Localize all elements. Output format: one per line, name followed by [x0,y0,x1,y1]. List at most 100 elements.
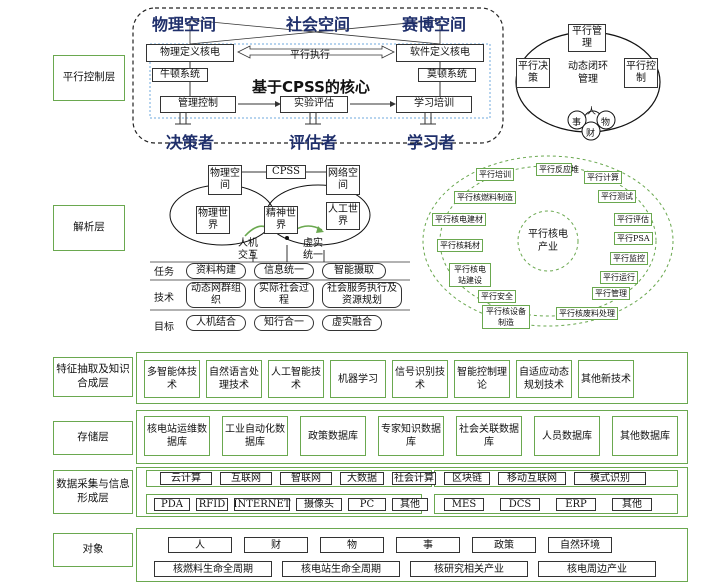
person-node: 人 [587,107,597,117]
task-label: 任务 [154,267,174,278]
industry-item-7: 平行评估 [614,213,652,226]
object-item-2: 财 [244,537,308,553]
collect-item-1: 云计算 [160,472,212,485]
industry-item-16: 平行核废料处理 [556,307,618,320]
layer-storage: 存储层 [53,421,133,455]
exp-eval-box: 实验评估 [280,96,348,113]
parallel-exec-label: 平行执行 [290,50,330,61]
object-node: 物 [601,118,611,128]
collect-item-6: 区块链 [444,472,490,485]
collect-item-2: 互联网 [220,472,272,485]
device-item-1: PDA [154,498,190,511]
cyber-space-title: 赛博空间 [402,15,467,34]
tech-2: 实际社会过程 [254,282,314,308]
task-3: 智能摄取 [322,263,386,279]
system-item-1: MES [444,498,484,511]
system-item-4: 其他 [612,498,652,511]
cpss-physical-world: 物理世界 [196,206,230,234]
wealth-node: 财 [586,129,596,139]
storage-panel [136,410,688,464]
industry-item-11: 平行监控 [610,252,648,265]
mgmt-control-box: 管理控制 [160,96,236,113]
storage-item-7: 其他数据库 [612,416,678,456]
industry-item-9: 平行PSA [614,232,653,245]
industry-item-15: 平行核设备制造 [482,305,530,329]
parallel-control-box: 平行控制 [624,58,658,88]
software-core-box: 软件定义核电 [396,44,484,62]
industry-item-1: 平行培训 [476,168,514,181]
collection-sub4 [434,494,678,514]
storage-item-6: 人员数据库 [534,416,600,456]
collection-panel [136,467,688,517]
collect-item-3: 智联网 [280,472,332,485]
task-2: 信息统一 [254,263,314,279]
cpss-physical-space: 物理空间 [208,165,242,195]
storage-item-5: 社会关联数据库 [456,416,522,456]
feature-item-3: 人工智能技术 [268,360,324,398]
feature-item-5: 信号识别技术 [392,360,448,398]
object-item-6: 自然环境 [548,537,612,553]
parallel-decision-box: 平行决策 [516,58,550,88]
industry-center: 平行核电产业 [528,229,568,253]
closed-loop-label: 动态闭环管理 [568,61,608,85]
merton-system-box: 莫顿系统 [418,68,476,82]
cpss-mental-world: 精神世界 [264,206,298,234]
tech-label: 技术 [154,293,174,304]
goal-3: 虚实融合 [322,315,382,331]
industry-item-10: 平行核电站建设 [449,263,491,287]
goal-label: 目标 [154,322,174,333]
collect-item-8: 模式识别 [574,472,646,485]
feature-item-1: 多智能体技术 [144,360,200,398]
cpss-core-title: 基于CPSS的核心 [252,78,370,96]
storage-item-1: 核电站运维数据库 [144,416,210,456]
device-item-6: 其他 [392,498,428,511]
layer-feature: 特征抽取及知识合成层 [53,357,133,397]
object-item-4: 事 [396,537,460,553]
storage-item-3: 政策数据库 [300,416,366,456]
industry-item-8: 平行核耗材 [437,239,483,252]
feature-item-7: 自适应动态规划技术 [516,360,572,398]
industry-item-3: 平行计算 [584,171,622,184]
tech-1: 动态网群组织 [186,282,246,308]
lifecycle-item-4: 核电周边产业 [538,561,656,577]
physical-core-box: 物理定义核电 [146,44,234,62]
industry-item-5: 平行测试 [598,190,636,203]
physical-space-title: 物理空间 [152,15,217,34]
tech-3: 社会服务执行及资源规划 [322,282,402,308]
layer-data-collection: 数据采集与信息形成层 [53,470,133,514]
industry-item-4: 平行核燃料制造 [454,191,516,204]
collect-item-4: 大数据 [340,472,384,485]
feature-panel [136,352,688,404]
learn-train-box: 学习培训 [396,96,472,113]
industry-item-6: 平行核电建材 [432,213,486,226]
storage-item-4: 专家知识数据库 [378,416,444,456]
goal-1: 人机结合 [186,315,246,331]
cpss-label: CPSS [266,165,306,179]
feature-item-6: 智能控制理论 [454,360,510,398]
cpss-artificial-world: 人工世界 [326,202,360,230]
device-item-2: RFID [196,498,228,511]
lifecycle-item-2: 核电站生命全周期 [282,561,400,577]
layer-analysis: 解析层 [53,205,125,251]
collect-item-7: 移动互联网 [498,472,566,485]
system-item-2: DCS [500,498,540,511]
feature-item-4: 机器学习 [330,360,386,398]
industry-item-2: 平行反应堆 [536,163,579,176]
decider-label: 决策者 [166,133,215,152]
storage-item-2: 工业自动化数据库 [222,416,288,456]
evaluator-label: 评估者 [289,133,338,152]
learner-label: 学习者 [407,133,456,152]
industry-item-12: 平行运行 [600,271,638,284]
collect-item-5: 社会计算 [392,472,436,485]
device-item-5: PC [348,498,386,511]
industry-item-14: 平行管理 [592,287,630,300]
object-item-3: 物 [320,537,384,553]
thing-node: 事 [572,118,582,128]
object-item-1: 人 [168,537,232,553]
feature-item-8: 其他新技术 [578,360,634,398]
lifecycle-item-3: 核研究相关产业 [410,561,528,577]
virtual-real-label: 虚实统一 [303,238,323,261]
system-item-3: ERP [556,498,596,511]
device-item-4: 摄像头 [296,498,342,511]
parallel-mgmt-box: 平行管理 [568,24,606,52]
